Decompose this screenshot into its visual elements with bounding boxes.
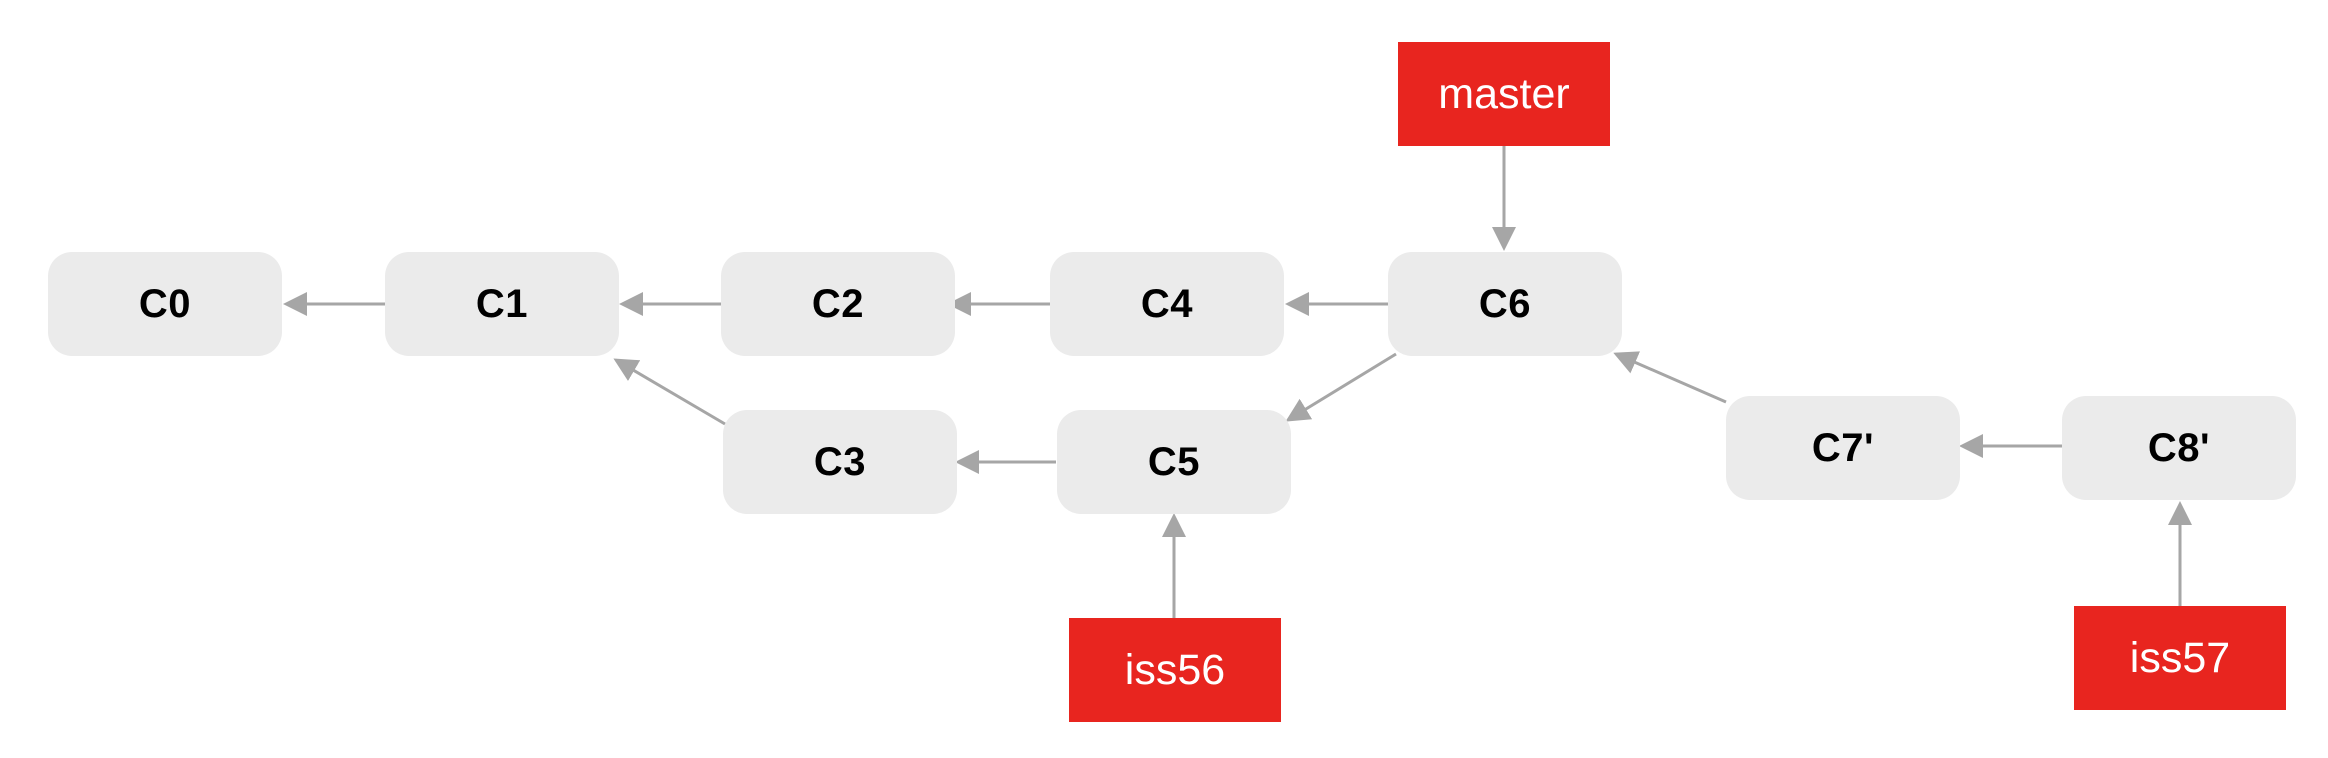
commit-node-c4: C4 — [1050, 252, 1284, 356]
commit-label: C5 — [1147, 439, 1201, 484]
branch-label-text: iss57 — [2129, 633, 2231, 682]
commit-label: C2 — [811, 281, 865, 326]
commit-label: C6 — [1478, 281, 1532, 326]
commit-node-c2: C2 — [721, 252, 955, 356]
commit-node-c8p: C8' — [2062, 396, 2296, 500]
commit-node-c1: C1 — [385, 252, 619, 356]
branch-label-iss57: iss57 — [2074, 606, 2286, 710]
commit-label: C8' — [2147, 425, 2211, 470]
commit-label: C0 — [138, 281, 192, 326]
branch-label-text: iss56 — [1124, 645, 1226, 694]
arrow-c3-to-c1 — [613, 358, 726, 426]
commit-node-c7p: C7' — [1726, 396, 1960, 500]
commit-node-c6: C6 — [1388, 252, 1622, 356]
arrow-c7p-to-c6 — [1613, 351, 1727, 404]
commit-label: C3 — [813, 439, 867, 484]
commit-node-c0: C0 — [48, 252, 282, 356]
arrow-c6-to-c5 — [1285, 352, 1397, 422]
commit-node-c3: C3 — [723, 410, 957, 514]
branch-label-text: master — [1438, 69, 1570, 118]
commit-label: C7' — [1811, 425, 1875, 470]
commit-label: C4 — [1140, 281, 1194, 326]
branch-label-master: master — [1398, 42, 1610, 146]
commit-label: C1 — [475, 281, 529, 326]
branch-label-iss56: iss56 — [1069, 618, 1281, 722]
commit-node-c5: C5 — [1057, 410, 1291, 514]
